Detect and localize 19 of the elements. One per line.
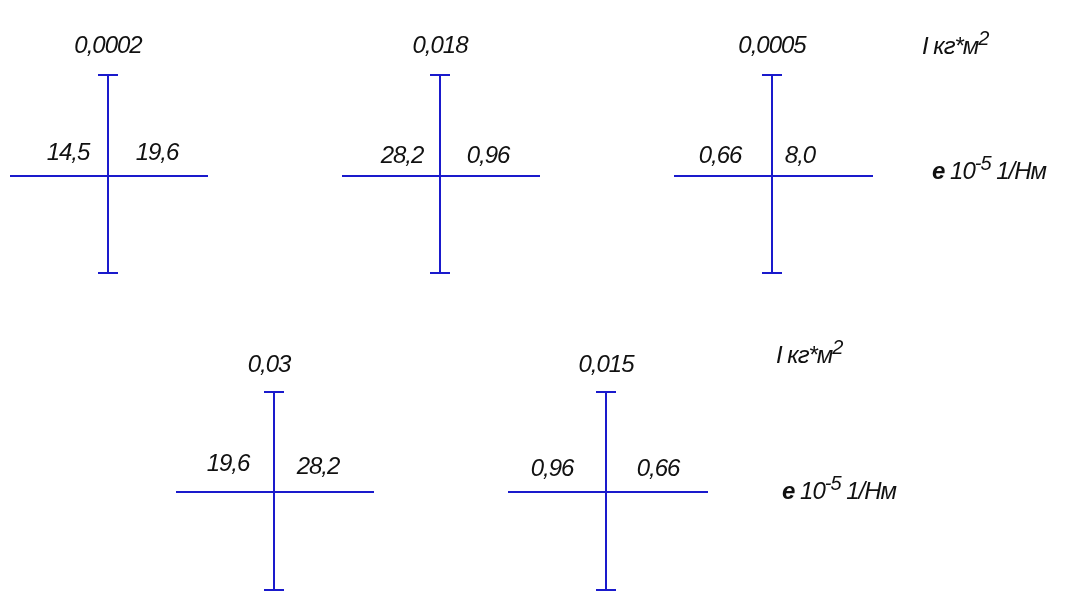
value-label: 0,66 xyxy=(636,456,680,480)
value-label: 28,2 xyxy=(296,454,340,478)
value-label: 0,0005 xyxy=(738,33,806,57)
unit-label: I кг*м$^{2}$ xyxy=(776,337,843,367)
value-label: 0,015 xyxy=(578,352,634,376)
value-label: 14,5 xyxy=(46,140,90,164)
value-label: 8,0 xyxy=(784,143,816,167)
value-label: 0,018 xyxy=(412,33,468,57)
value-label: 0,66 xyxy=(698,143,742,167)
value-label: 19,6 xyxy=(135,140,179,164)
unit-label: I кг*м$^{2}$ xyxy=(922,28,989,58)
value-label: 19,6 xyxy=(206,451,250,475)
value-label: 0,03 xyxy=(247,352,291,376)
value-label: 0,0002 xyxy=(74,33,142,57)
unit-label: e 10$^{-5}$ 1/Нм xyxy=(782,473,896,503)
value-label: 0,96 xyxy=(466,143,510,167)
value-label: 28,2 xyxy=(380,143,424,167)
value-label: 0,96 xyxy=(530,456,574,480)
unit-label: e 10$^{-5}$ 1/Нм xyxy=(932,153,1046,183)
